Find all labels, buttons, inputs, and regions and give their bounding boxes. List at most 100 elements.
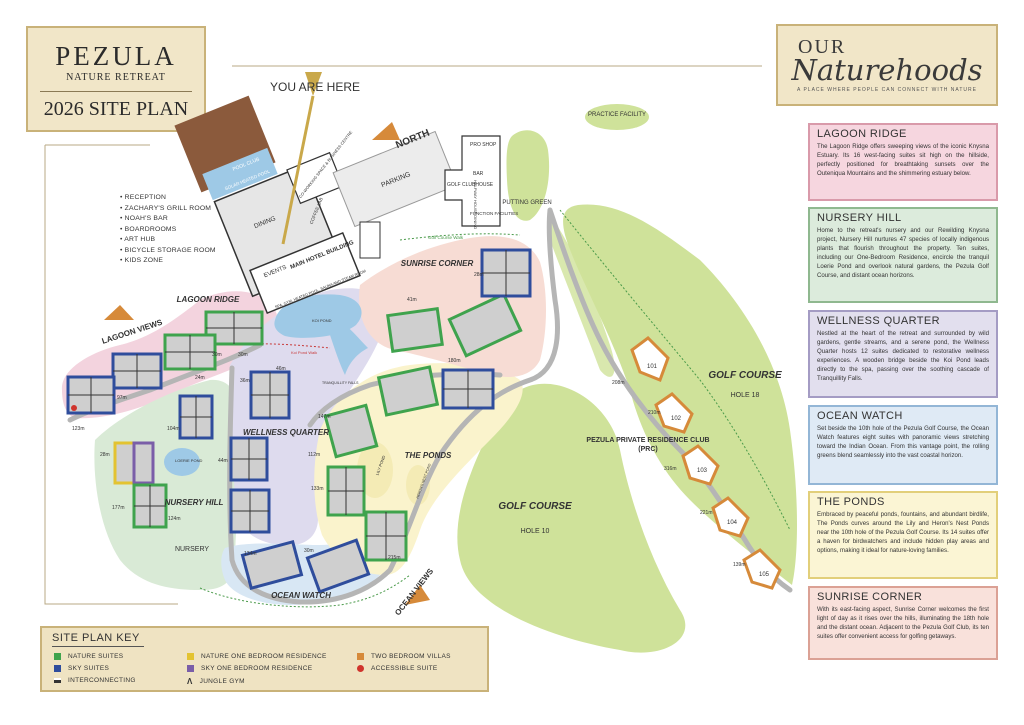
desc-title: WELLNESS QUARTER [817, 315, 940, 327]
villa-105-label: 105 [759, 572, 770, 578]
amenity-item: • BOARDROOMS [120, 225, 177, 233]
practice-facility [585, 104, 649, 130]
villa-103[interactable] [681, 444, 720, 486]
villa-102[interactable] [654, 392, 694, 434]
suite-block-lagoon-2[interactable] [163, 333, 217, 371]
plan-title: 2026 SITE PLAN [43, 98, 189, 120]
area-lagoon-ridge-label: LAGOON RIDGE [177, 295, 240, 304]
desc-wellness-quarter: WELLNESS QUARTER Nestled at the heart of… [808, 310, 998, 398]
villa-102-label: 102 [671, 416, 682, 422]
jungle-gym-icon: Λ [187, 677, 193, 686]
amenity-item: • BICYCLE STORAGE ROOM [120, 246, 216, 254]
suite-block-nursery-2[interactable] [132, 483, 168, 529]
suite-block-wellness-1[interactable] [249, 370, 291, 420]
koi-pond-label: KOI POND [312, 318, 332, 323]
suite-block-ponds-1[interactable] [323, 403, 379, 459]
desc-title: NURSERY HILL [817, 212, 902, 224]
villa-105[interactable] [742, 548, 782, 590]
koi-pond-walk-label: Koi Pond Walk [291, 350, 317, 355]
area-nursery-hill-label: NURSERY HILL [165, 498, 224, 507]
suite-block-wellness-3[interactable] [229, 488, 271, 534]
desc-lagoon-ridge: LAGOON RIDGE The Lagoon Ridge offers swe… [808, 123, 998, 201]
amenity-item: • ART HUB [120, 236, 156, 243]
putting-green [506, 130, 550, 221]
key-item-accessible: ACCESSIBLE SUITE [357, 665, 438, 672]
practice-facility-label: PRACTICE FACILITY [588, 112, 646, 118]
parking-area [332, 130, 458, 228]
suite-block-nursery-residence[interactable] [113, 441, 155, 485]
prc-label: PEZULA PRIVATE RESIDENCE CLUB [586, 437, 709, 444]
suite-block-ponds-4[interactable] [376, 365, 440, 417]
golf-clubhouse-label: GOLF CLUBHOUSE [447, 182, 494, 188]
stream [330, 325, 368, 375]
key-item-nature-residence: NATURE ONE BEDROOM RESIDENCE [187, 653, 327, 660]
villa-101[interactable] [630, 336, 670, 382]
suite-block-lagoon-3[interactable] [111, 352, 163, 390]
ocean-views-label: OCEAN VIEWS [393, 566, 436, 617]
area-wellness-quarter-label: WELLNESS QUARTER [243, 428, 329, 437]
desc-text: Home to the retreat's nursery and our Re… [817, 227, 989, 279]
amenity-item: • KIDS ZONE [120, 257, 164, 264]
naturehoods-panel: OUR Naturehoods A PLACE WHERE PEOPLE CAN… [776, 24, 998, 106]
north-arrow [372, 122, 400, 140]
halfway-house-label: HALFWAY HOUSE DINING [473, 180, 478, 229]
bar-label: BAR [473, 171, 484, 177]
interconnecting-icon [54, 678, 61, 683]
suite-block-sunrise-2[interactable] [447, 292, 523, 358]
koi-pond [274, 294, 362, 338]
lagoon-views-arrow [104, 305, 134, 320]
ocean-views-arrow [405, 585, 430, 605]
desc-sunrise-corner: SUNRISE CORNER With its east-facing aspe… [808, 586, 998, 660]
brand-name: PEZULA [55, 41, 177, 71]
amenities-list: • RECEPTION • ZACHARY'S GRILL ROOM • NOA… [120, 193, 216, 267]
desc-text: Embraced by peaceful ponds, fountains, a… [817, 511, 989, 554]
suite-block-ponds-5[interactable] [441, 368, 495, 410]
desc-text: With its east-facing aspect, Sunrise Cor… [817, 606, 989, 640]
naturehoods-tagline: A PLACE WHERE PEOPLE CAN CONNECT WITH NA… [797, 87, 977, 93]
desc-title: SUNRISE CORNER [817, 591, 923, 603]
suite-block-sunrise-3[interactable] [480, 248, 532, 298]
site-plan-key: SITE PLAN KEY NATURE SUITES SKY SUITES I… [40, 626, 489, 692]
desc-title: THE PONDS [817, 496, 885, 508]
golf-course-18-label: GOLF COURSE [708, 370, 782, 381]
map-frame [44, 65, 762, 605]
prc-abbr-label: (PRC) [638, 446, 657, 453]
desc-title: LAGOON RIDGE [817, 128, 907, 140]
spa-building [249, 231, 361, 315]
brand-divider [40, 91, 192, 92]
desc-ocean-watch: OCEAN WATCH Set beside the 10th hole of … [808, 405, 998, 485]
brand-panel: PEZULA NATURE RETREAT 2026 SITE PLAN [26, 26, 206, 132]
herons-nest-pond [406, 465, 430, 505]
suite-block-ponds-2[interactable] [326, 465, 366, 517]
putting-green-label: PUTTING GREEN [502, 200, 551, 206]
you-are-here-label: YOU ARE HERE [270, 80, 360, 94]
suite-block-ponds-3[interactable] [364, 510, 408, 562]
suite-block-lagoon-4[interactable] [66, 375, 116, 415]
suite-block-ocean-2[interactable] [305, 538, 371, 594]
area-sunrise-corner-label: SUNRISE CORNER [401, 259, 474, 268]
hole-10-label: HOLE 10 [521, 528, 550, 535]
amenity-item: • NOAH'S BAR [120, 215, 169, 222]
desc-text: Nestled at the heart of the retreat and … [817, 330, 989, 382]
sky-residence-swatch [187, 665, 194, 672]
golf-course-10-label: GOLF COURSE [498, 501, 572, 512]
desc-text: Set beside the 10th hole of the Pezula G… [817, 425, 989, 459]
area-the-ponds-label: THE PONDS [405, 451, 452, 460]
lily-pond-label: LILY POND [375, 455, 387, 476]
loerie-pond-label: LOERIE POND [175, 458, 202, 463]
sky-suite-swatch [54, 665, 61, 672]
loerie-pond [164, 448, 200, 476]
suite-block-nursery-1[interactable] [178, 394, 214, 440]
key-item-sky-residence: SKY ONE BEDROOM RESIDENCE [187, 665, 312, 672]
key-item-villas: TWO BEDROOM VILLAS [357, 653, 451, 660]
suite-block-ocean-1[interactable] [240, 540, 304, 590]
area-nursery-label: NURSERY [175, 546, 209, 553]
area-ocean-watch-label: OCEAN WATCH [271, 591, 331, 600]
suite-block-wellness-2[interactable] [229, 436, 269, 482]
naturehoods-title-top: OUR [798, 36, 847, 58]
nature-residence-swatch [187, 653, 194, 660]
villa-104[interactable] [711, 496, 750, 538]
suite-block-sunrise-1[interactable] [386, 307, 444, 353]
solar-heated-pool [202, 147, 278, 201]
